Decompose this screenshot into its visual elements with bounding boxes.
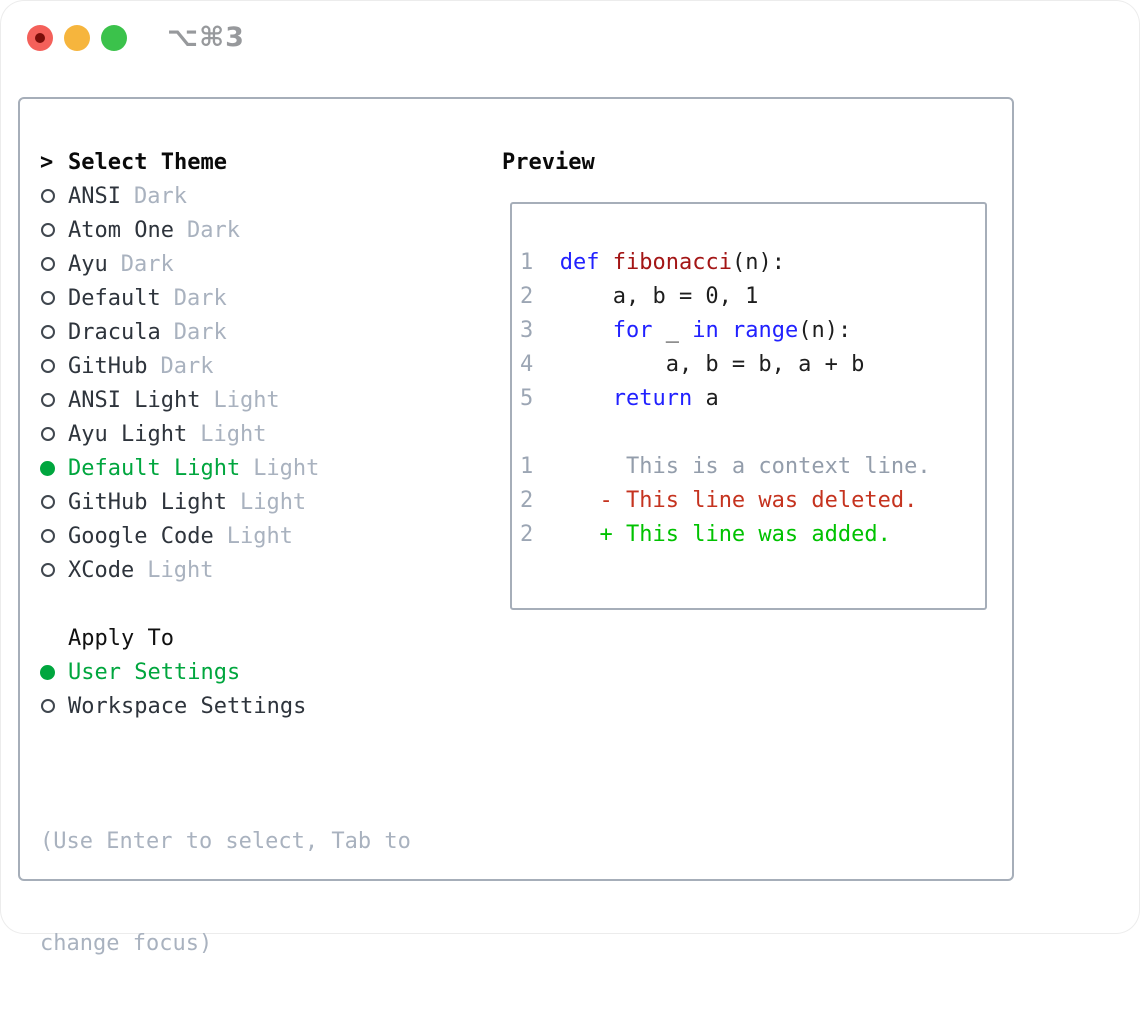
radio-icon[interactable] bbox=[41, 189, 55, 203]
radio-icon[interactable] bbox=[41, 563, 55, 577]
radio-icon[interactable] bbox=[41, 427, 55, 441]
theme-variant-tag: Dark bbox=[173, 319, 227, 345]
hint-text: (Use Enter to select, Tab to change focu… bbox=[40, 757, 411, 1029]
theme-variant-tag: Dark bbox=[186, 217, 240, 243]
radio-column bbox=[40, 664, 68, 680]
radio-column bbox=[40, 460, 68, 476]
unsaved-dot-icon bbox=[35, 33, 45, 43]
theme-option-dracula[interactable]: Dracula Dark bbox=[40, 315, 411, 349]
theme-option-ayu[interactable]: Ayu Dark bbox=[40, 247, 411, 281]
apply-option-user-settings[interactable]: User Settings bbox=[40, 655, 411, 689]
theme-option-default-light[interactable]: Default Light Light bbox=[40, 451, 411, 485]
window-title: ⌥⌘3 bbox=[167, 22, 245, 53]
theme-variant-tag: Dark bbox=[160, 353, 214, 379]
close-button[interactable] bbox=[27, 25, 53, 51]
theme-variant-tag: Light bbox=[239, 489, 307, 515]
theme-variant-tag: Dark bbox=[120, 251, 174, 277]
hint-line-2: change focus) bbox=[40, 931, 213, 956]
radio-column bbox=[40, 393, 68, 407]
select-theme-heading: Select Theme bbox=[68, 149, 227, 175]
select-theme-heading-row: > Select Theme bbox=[40, 145, 411, 179]
radio-icon[interactable] bbox=[41, 325, 55, 339]
code-line: 2 - This line was deleted. bbox=[520, 488, 918, 513]
apply-to-heading: Apply To bbox=[68, 625, 174, 651]
radio-icon[interactable] bbox=[41, 257, 55, 271]
radio-icon[interactable] bbox=[41, 393, 55, 407]
theme-option-github-light[interactable]: GitHub Light Light bbox=[40, 485, 411, 519]
radio-icon[interactable] bbox=[41, 291, 55, 305]
radio-icon[interactable] bbox=[41, 699, 55, 713]
theme-variant-tag: Light bbox=[226, 523, 293, 549]
theme-option-label: GitHub bbox=[68, 353, 148, 379]
code-line: 4 a, b = b, a + b bbox=[520, 352, 865, 377]
theme-option-ansi[interactable]: ANSI Dark bbox=[40, 179, 411, 213]
radio-column bbox=[40, 699, 68, 713]
theme-option-github[interactable]: GitHub Dark bbox=[40, 349, 411, 383]
radio-icon[interactable] bbox=[41, 529, 55, 543]
theme-variant-tag: Dark bbox=[173, 285, 227, 311]
radio-column bbox=[40, 291, 68, 305]
radio-icon[interactable] bbox=[41, 495, 55, 509]
radio-column bbox=[40, 189, 68, 203]
radio-icon[interactable] bbox=[41, 223, 55, 237]
preview-box: 1 def fibonacci(n): 2 a, b = 0, 1 3 for … bbox=[510, 202, 987, 610]
radio-column bbox=[40, 359, 68, 373]
theme-option-label: ANSI bbox=[68, 183, 121, 209]
theme-option-ansi-light[interactable]: ANSI Light Light bbox=[40, 383, 411, 417]
radio-column bbox=[40, 223, 68, 237]
apply-option-label: User Settings bbox=[68, 659, 241, 685]
radio-selected-icon[interactable] bbox=[40, 460, 55, 476]
theme-option-label: Ayu bbox=[68, 251, 108, 277]
theme-option-google-code[interactable]: Google Code Light bbox=[40, 519, 411, 553]
theme-variant-tag: Light bbox=[147, 557, 214, 583]
apply-option-label: Workspace Settings bbox=[68, 693, 307, 719]
code-line: 3 for _ in range(n): bbox=[520, 318, 852, 343]
radio-column bbox=[40, 325, 68, 339]
preview-heading: Preview bbox=[502, 149, 595, 175]
theme-option-label: Ayu Light bbox=[68, 421, 188, 447]
theme-option-default[interactable]: Default Dark bbox=[40, 281, 411, 315]
theme-option-label: Atom One bbox=[68, 217, 174, 243]
apply-option-workspace-settings[interactable]: Workspace Settings bbox=[40, 689, 411, 723]
radio-column bbox=[40, 563, 68, 577]
theme-option-xcode[interactable]: XCode Light bbox=[40, 553, 411, 587]
radio-selected-icon[interactable] bbox=[40, 664, 55, 680]
radio-column bbox=[40, 529, 68, 543]
spacer bbox=[40, 587, 411, 621]
prompt-icon: > bbox=[40, 149, 54, 175]
theme-option-label: Dracula bbox=[68, 319, 161, 345]
minimize-button[interactable] bbox=[64, 25, 90, 51]
hint-line-1: (Use Enter to select, Tab to bbox=[40, 829, 411, 854]
theme-option-label: Default bbox=[68, 285, 161, 311]
theme-option-label: Google Code bbox=[68, 523, 214, 549]
theme-option-label: XCode bbox=[68, 557, 135, 583]
radio-column bbox=[40, 495, 68, 509]
apply-to-heading-row: Apply To bbox=[40, 621, 411, 655]
code-line: 2 a, b = 0, 1 bbox=[520, 284, 759, 309]
theme-option-atom-one[interactable]: Atom One Dark bbox=[40, 213, 411, 247]
theme-option-label: Default Light bbox=[68, 455, 241, 481]
spacer bbox=[40, 723, 411, 757]
theme-option-ayu-light[interactable]: Ayu Light Light bbox=[40, 417, 411, 451]
code-line: 2 + This line was added. bbox=[520, 522, 891, 547]
theme-option-label: ANSI Light bbox=[68, 387, 201, 413]
theme-variant-tag: Dark bbox=[133, 183, 187, 209]
code-line: 1 def fibonacci(n): bbox=[520, 250, 785, 275]
radio-icon[interactable] bbox=[41, 359, 55, 373]
theme-variant-tag: Light bbox=[213, 387, 280, 413]
theme-option-label: GitHub Light bbox=[68, 489, 227, 515]
maximize-button[interactable] bbox=[101, 25, 127, 51]
code-line: 1 This is a context line. bbox=[520, 454, 931, 479]
code-line: 5 return a bbox=[520, 386, 719, 411]
radio-column bbox=[40, 257, 68, 271]
radio-column bbox=[40, 427, 68, 441]
theme-variant-tag: Light bbox=[253, 455, 320, 481]
theme-variant-tag: Light bbox=[200, 421, 267, 447]
code-preview: 1 def fibonacci(n): 2 a, b = 0, 1 3 for … bbox=[512, 204, 985, 552]
